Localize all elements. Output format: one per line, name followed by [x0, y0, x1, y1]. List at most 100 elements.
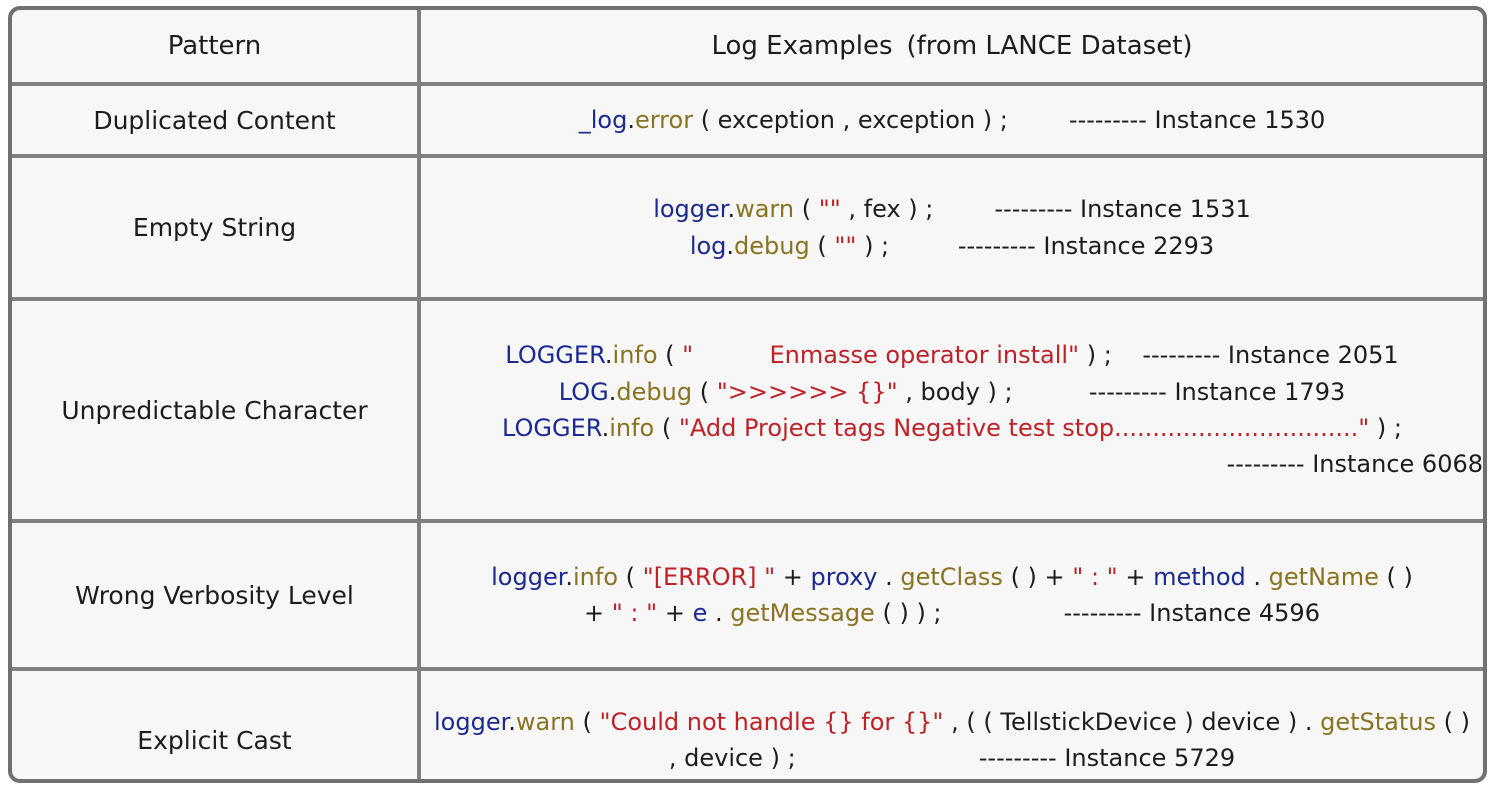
code-token-plain: ( ) ) ;	[874, 599, 942, 627]
code-token-method: error	[634, 105, 694, 134]
code-token-method: getStatus	[1320, 707, 1437, 736]
header-pattern: Pattern	[12, 10, 421, 84]
code-token-method: warn	[515, 707, 575, 736]
code-token-plain: (	[654, 414, 679, 442]
code-token-method: warn	[735, 195, 795, 224]
code-token-plain: .	[608, 377, 617, 406]
pattern-cell: Empty String	[12, 154, 421, 299]
code-token-logger: LOGGER	[501, 414, 602, 442]
code-token-logger: logger	[491, 562, 566, 591]
code-token-annotation: ---------	[1012, 377, 1167, 406]
code-token-annotation: ---------	[933, 195, 1073, 224]
code-token-plain: .	[604, 341, 613, 370]
code-token-method: getName	[1268, 562, 1379, 591]
code-token-annotation: ---------	[941, 599, 1142, 627]
code-token-string: "Add Project tags Negative test stop....…	[678, 414, 1370, 442]
code-token-string: ">>>>>> {}"	[716, 377, 898, 406]
table-row: Duplicated Content_log.error ( exception…	[12, 82, 1483, 156]
code-token-plain: +	[775, 562, 811, 591]
code-token-string: " Enmasse operator install"	[682, 341, 1080, 370]
code-token-annotation: Instance 4596	[1141, 599, 1320, 627]
code-block: logger.info ( "[ERROR] " + proxy . getCl…	[421, 559, 1483, 632]
code-token-annotation: ---------	[1111, 341, 1221, 370]
code-token-annotation: ---------	[889, 231, 1036, 260]
pattern-table-frame: Pattern Log Examples (from LANCE Dataset)…	[8, 6, 1487, 783]
code-line: log.debug ( "" ) ; --------- Instance 22…	[421, 228, 1483, 264]
code-token-plain: .	[707, 599, 731, 627]
code-token-plain: .	[727, 195, 736, 224]
code-token-plain: , fex ) ;	[840, 195, 934, 224]
code-token-annotation: Instance 1530	[1146, 105, 1326, 134]
code-token-plain: .	[1245, 562, 1269, 591]
code-token-plain: ) ;	[856, 231, 890, 260]
code-token-string: " : "	[611, 599, 658, 627]
log-example-cell: LOGGER.info ( " Enmasse operator install…	[419, 297, 1483, 521]
code-token-annotation: ---------	[1007, 105, 1147, 134]
code-token-method: info	[612, 341, 658, 370]
code-token-plain: ) ;	[1369, 414, 1402, 442]
table-body: Duplicated Content_log.error ( exception…	[12, 82, 1483, 779]
code-token-plain: (	[574, 707, 600, 736]
code-block: _log.error ( exception , exception ) ; -…	[421, 102, 1483, 138]
code-token-plain: , body ) ;	[897, 377, 1013, 406]
code-token-logger: logger	[434, 707, 509, 736]
code-token-logger: e	[692, 599, 708, 627]
code-token-plain: .	[565, 562, 574, 591]
code-token-string: ""	[834, 231, 857, 260]
code-token-annotation: ---------	[1226, 450, 1305, 479]
code-token-string: "[ERROR] "	[642, 562, 776, 591]
code-token-logger: log	[689, 231, 727, 260]
code-block: logger.warn ( "Could not handle {} for {…	[421, 704, 1483, 777]
code-line: logger.info ( "[ERROR] " + proxy . getCl…	[421, 559, 1483, 595]
code-token-plain: ( )	[1378, 562, 1413, 591]
code-token-plain: .	[627, 105, 635, 134]
pattern-cell: Explicit Cast	[12, 667, 421, 779]
code-block: logger.warn ( "" , fex ) ; --------- Ins…	[421, 191, 1483, 264]
code-token-annotation: Instance 6068	[1304, 450, 1483, 479]
code-token-annotation: Instance 2051	[1220, 341, 1399, 370]
code-token-plain: ( )	[1436, 707, 1470, 736]
code-token-plain: (	[794, 195, 819, 224]
log-pattern-table: Pattern Log Examples (from LANCE Dataset)…	[12, 10, 1483, 779]
code-token-plain: , ( ( TellstickDevice ) device ) .	[943, 707, 1321, 736]
log-example-cell: logger.warn ( "Could not handle {} for {…	[419, 667, 1483, 779]
log-example-cell: _log.error ( exception , exception ) ; -…	[419, 82, 1483, 156]
code-token-plain: (	[657, 341, 683, 370]
code-line: logger.warn ( "" , fex ) ; --------- Ins…	[421, 191, 1483, 227]
header-log-examples-main: Log Examples	[711, 31, 893, 61]
code-token-plain: ( exception , exception ) ;	[693, 105, 1008, 134]
code-token-string: ""	[818, 195, 841, 224]
table-header-row: Pattern Log Examples (from LANCE Dataset)	[12, 10, 1483, 84]
code-token-logger: LOGGER	[505, 341, 605, 370]
code-token-method: debug	[616, 377, 693, 406]
code-token-plain: (	[618, 562, 643, 591]
pattern-cell: Unpredictable Character	[12, 297, 421, 521]
code-token-string: " : "	[1072, 562, 1118, 591]
code-token-plain: (	[692, 377, 717, 406]
code-token-plain: , device ) ;	[668, 744, 796, 772]
code-token-logger: method	[1153, 562, 1246, 591]
code-token-method: info	[609, 414, 655, 442]
code-token-plain: +	[657, 599, 693, 627]
code-token-plain: ( ) +	[1002, 562, 1073, 591]
code-token-annotation: Instance 5729	[1056, 744, 1236, 772]
code-token-annotation: Instance 1793	[1166, 377, 1346, 406]
code-token-method: debug	[734, 231, 810, 260]
code-token-logger: _log	[578, 105, 628, 134]
code-token-logger: proxy	[810, 562, 878, 591]
header-log-examples-note: (from LANCE Dataset)	[906, 31, 1193, 61]
code-token-plain: ) ;	[1079, 341, 1112, 370]
code-line: --------- Instance 6068	[421, 446, 1483, 482]
code-line: LOG.debug ( ">>>>>> {}" , body ) ; -----…	[421, 374, 1483, 410]
code-line: logger.warn ( "Could not handle {} for {…	[421, 704, 1483, 740]
header-log-examples: Log Examples (from LANCE Dataset)	[419, 10, 1483, 84]
code-line: + " : " + e . getMessage ( ) ) ; -------…	[421, 595, 1483, 631]
code-token-logger: logger	[653, 195, 728, 224]
code-token-annotation: Instance 2293	[1035, 231, 1215, 260]
pattern-cell: Wrong Verbosity Level	[12, 519, 421, 669]
code-token-plain: .	[726, 231, 735, 260]
code-token-plain: +	[1117, 562, 1154, 591]
code-token-method: info	[573, 562, 619, 591]
